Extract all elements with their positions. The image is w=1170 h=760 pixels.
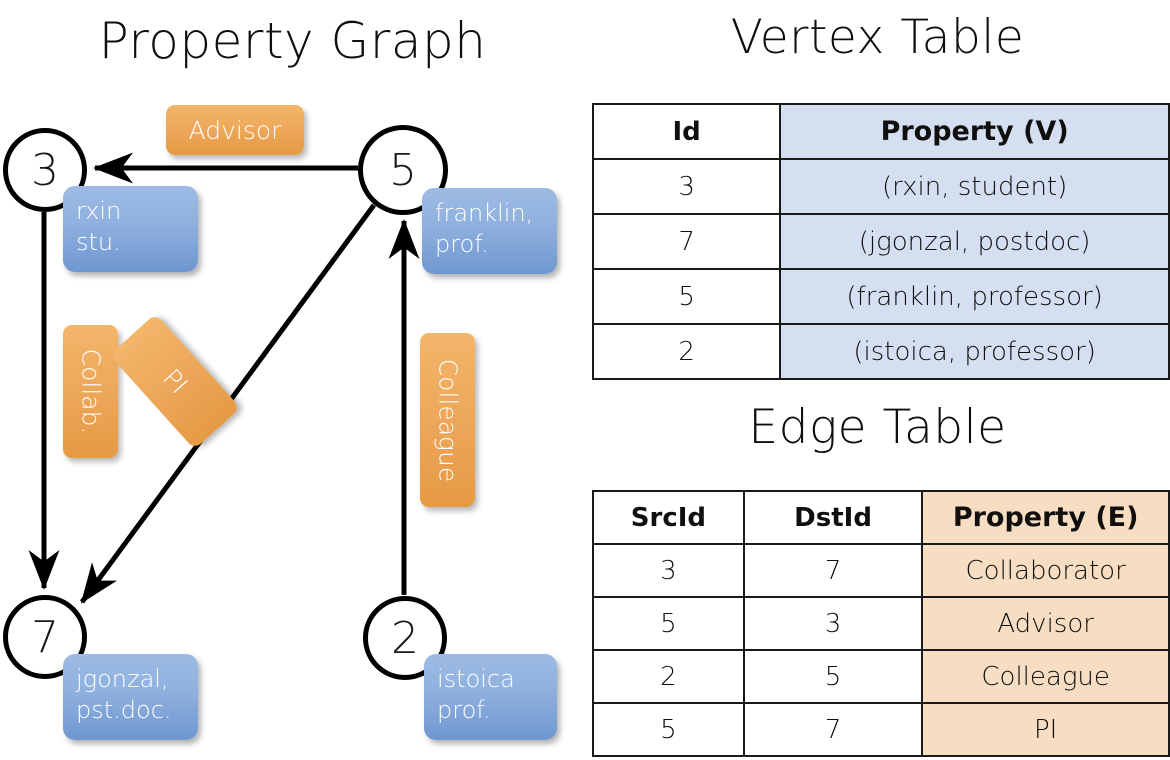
- vertex-cell-id: 3: [591, 158, 782, 215]
- vertex-table: Id Property (V) 3 (rxin, student) 7 (jgo…: [591, 103, 1170, 380]
- edge-table-header-srcid: SrcId: [592, 490, 745, 545]
- table-row: 3 7 Collaborator: [592, 543, 1170, 598]
- edge-cell-property: Colleague: [921, 649, 1170, 704]
- graph-node-3-label: 3: [31, 144, 59, 196]
- edge-label-advisor-text: Advisor: [188, 115, 282, 145]
- node-property-7-line2: pst.doc.: [76, 696, 172, 725]
- edge-label-colleague: Colleague: [420, 333, 475, 507]
- node-property-2-line1: istoica: [437, 665, 515, 693]
- edge-cell-srcid: 2: [592, 649, 745, 704]
- table-row: 2 5 Colleague: [592, 649, 1170, 704]
- node-property-7-line1: jgonzal,: [76, 665, 169, 693]
- node-property-2-line2: prof.: [437, 696, 491, 725]
- page-title-vertex-table: Vertex Table: [730, 10, 1025, 65]
- vertex-cell-property: (jgonzal, postdoc): [779, 213, 1170, 270]
- table-row: 5 (franklin, professor): [591, 268, 1170, 325]
- edge-cell-dstid: 3: [742, 596, 924, 651]
- node-property-5-line2: prof.: [435, 230, 489, 259]
- vertex-table-header-property: Property (V): [779, 103, 1170, 160]
- edge-label-collab: Collab.: [63, 325, 118, 458]
- edge-cell-dstid: 7: [742, 702, 924, 757]
- edge-label-colleague-text: Colleague: [433, 358, 463, 482]
- node-property-box-7: jgonzal, pst.doc.: [63, 654, 198, 740]
- graph-node-5[interactable]: 5: [358, 125, 448, 215]
- edge-table-header-property: Property (E): [921, 490, 1170, 545]
- node-property-5-line1: franklin,: [435, 199, 534, 227]
- property-graph-diagram: 3 5 7 2 rxin stu. franklin, prof. jgonza…: [3, 105, 557, 740]
- graph-node-7-label: 7: [31, 611, 59, 663]
- table-row: 2 (istoica, professor): [591, 323, 1170, 380]
- node-property-box-3: rxin stu.: [63, 186, 198, 272]
- table-row: 5 7 PI: [592, 702, 1170, 757]
- vertex-cell-id: 2: [591, 323, 782, 380]
- page-title-edge-table: Edge Table: [748, 400, 1007, 455]
- edge-cell-property: Collaborator: [921, 543, 1170, 598]
- vertex-cell-property: (franklin, professor): [779, 268, 1170, 325]
- edge-label-advisor: Advisor: [166, 105, 304, 155]
- graph-node-2[interactable]: 2: [363, 596, 447, 680]
- edge-cell-property: PI: [921, 702, 1170, 757]
- edge-table-header-dstid: DstId: [742, 490, 924, 545]
- graph-node-2-label: 2: [391, 612, 419, 664]
- node-property-box-5: franklin, prof.: [422, 188, 557, 274]
- edge-cell-property: Advisor: [921, 596, 1170, 651]
- graph-node-5-label: 5: [389, 144, 417, 196]
- vertex-cell-property: (rxin, student): [779, 158, 1170, 215]
- edge-label-pi-text: PI: [156, 363, 194, 400]
- edge-cell-srcid: 5: [592, 702, 745, 757]
- page-title-property-graph: Property Graph: [98, 12, 487, 70]
- vertex-table-header-row: Id Property (V): [591, 103, 1170, 160]
- vertex-cell-id: 5: [591, 268, 782, 325]
- table-row: 3 (rxin, student): [591, 158, 1170, 215]
- node-property-3-line2: stu.: [76, 228, 121, 257]
- table-row: 7 (jgonzal, postdoc): [591, 213, 1170, 270]
- edge-table-header-row: SrcId DstId Property (E): [592, 490, 1170, 545]
- edge-cell-dstid: 7: [742, 543, 924, 598]
- edge-cell-dstid: 5: [742, 649, 924, 704]
- node-property-box-2: istoica prof.: [424, 654, 557, 740]
- vertex-table-header-id: Id: [591, 103, 782, 160]
- edge-cell-srcid: 3: [592, 543, 745, 598]
- edge-cell-srcid: 5: [592, 596, 745, 651]
- node-property-3-line1: rxin: [76, 197, 122, 225]
- edge-table: SrcId DstId Property (E) 3 7 Collaborato…: [592, 490, 1170, 757]
- table-row: 5 3 Advisor: [592, 596, 1170, 651]
- edge-label-collab-text: Collab.: [76, 348, 105, 435]
- vertex-cell-property: (istoica, professor): [779, 323, 1170, 380]
- vertex-cell-id: 7: [591, 213, 782, 270]
